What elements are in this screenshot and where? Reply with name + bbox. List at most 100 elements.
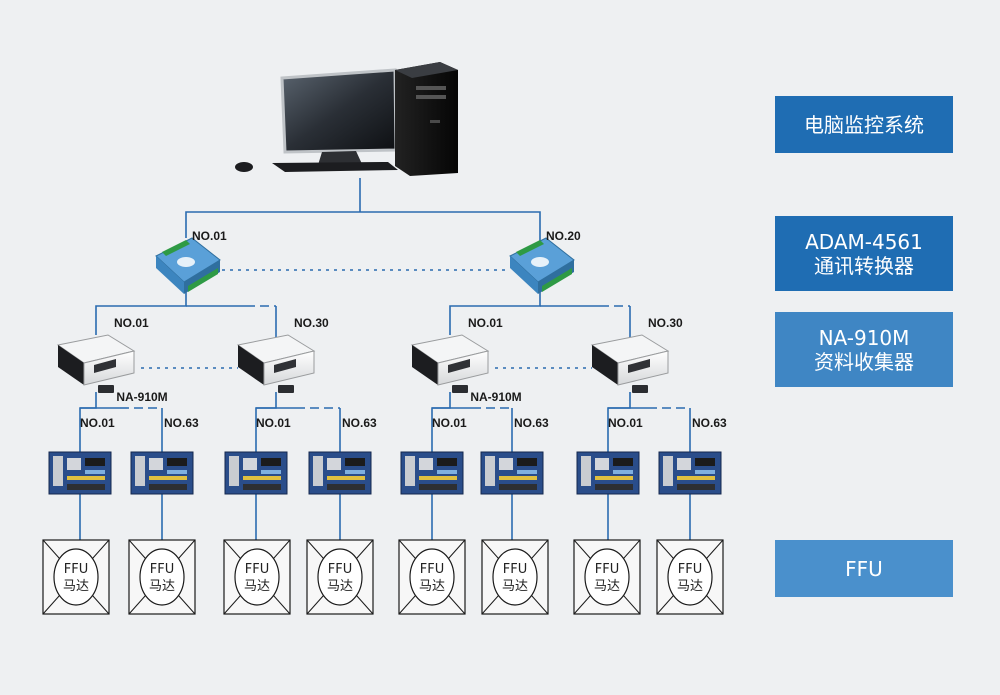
board-slot-icon [437,470,457,474]
board-slot-icon [695,470,715,474]
board-io-panel [229,456,239,486]
board-slot-icon [85,458,105,466]
controller-board-7 [576,451,640,495]
ffu-unit-4: FFU 马达 [306,539,374,615]
ffu-motor-icon [667,548,713,606]
board-io-panel [663,456,673,486]
board-connector-icon [419,484,457,490]
board-chip-icon [149,458,163,470]
controller-board-2 [130,451,194,495]
computer-bus-line [185,211,541,243]
board-slot-icon [167,470,187,474]
collector-mount-icon [452,385,468,393]
board-slot-icon [499,476,537,480]
legend-monitor-label: 电脑监控系统 [804,112,924,137]
board-io-panel [53,456,63,486]
collector-label: NO.30 [294,316,329,330]
keyboard-icon [272,162,398,172]
ffu-motor-label: 马达 [594,579,620,594]
collector-port-icon [94,359,116,373]
ffu-motor-label: 马达 [244,579,270,594]
converter-label: NO.20 [546,229,581,243]
converter-device-2 [509,237,575,294]
board-io-panel [313,456,323,486]
collector-mount-icon [278,385,294,393]
controller-board-3 [224,451,288,495]
controller-board-6 [480,451,544,495]
collector-port-icon [274,359,296,373]
collector-device-2 [236,334,316,393]
ffu-motor-label: 马达 [502,579,528,594]
monitor-stand [318,151,362,165]
collector-mount-icon [632,385,648,393]
collector-device-4 [590,334,670,393]
ffu-unit-2: FFU 马达 [128,539,196,615]
collector-device-1 [56,334,136,393]
ffu-label: FFU [245,562,269,577]
board-chip-icon [499,458,513,470]
collector-port-icon [628,359,650,373]
converter-drop-line [95,290,187,335]
collector-model-tag: NA-910M [116,390,167,404]
board-slot-icon [345,470,365,474]
legend-converter: ADAM-4561 通讯转换器 [775,216,953,291]
board-slot-icon [613,470,633,474]
ffu-unit-3: FFU 马达 [223,539,291,615]
controller-board-1 [48,451,112,495]
connection-lines [79,178,691,540]
ffu-motor-icon [139,548,185,606]
converter-label: NO.01 [192,229,227,243]
terminal-block-top-icon [516,240,544,256]
ffu-motor-label: 马达 [327,579,353,594]
board-connector-icon [327,484,365,490]
collector-mount-icon [98,385,114,393]
board-label: NO.01 [80,416,115,430]
legend-converter-model: ADAM-4561 [805,229,923,254]
board-slot-icon [517,458,537,466]
collector-label: NO.01 [114,316,149,330]
board-slot-icon [261,458,281,466]
ffu-label: FFU [503,562,527,577]
board-connector-icon [149,484,187,490]
legend-collector: NA-910M 资料收集器 [775,312,953,387]
ffu-motor-icon [492,548,538,606]
board-chip-icon [677,458,691,470]
ffu-label: FFU [420,562,444,577]
collector-port-icon [448,359,470,373]
computer-monitor-station [235,62,458,176]
board-slot-icon [345,458,365,466]
ffu-unit-6: FFU 马达 [481,539,549,615]
board-slot-icon [261,470,281,474]
ffu-label: FFU [328,562,352,577]
collector-label: NO.01 [468,316,503,330]
legend-collector-desc: 资料收集器 [814,349,914,374]
collector-front [58,345,84,385]
board-chip-icon [243,458,257,470]
legend-collector-model: NA-910M [818,325,910,350]
controller-board-5 [400,451,464,495]
converter-front [510,256,538,294]
board-label: NO.01 [432,416,467,430]
collector-label: NO.30 [648,316,683,330]
board-slot-icon [437,458,457,466]
board-io-panel [135,456,145,486]
board-connector-icon [499,484,537,490]
ffu-motor-label: 马达 [149,579,175,594]
board-slot-icon [613,458,633,466]
board-slot-icon [677,476,715,480]
converters-layer: NO.01 NO.20 [155,229,581,294]
board-connector-icon [677,484,715,490]
board-connector-icon [595,484,633,490]
ffu-motor-label: 马达 [63,579,89,594]
computer-tower-icon [395,62,458,176]
ffu-label: FFU [150,562,174,577]
board-chip-icon [419,458,433,470]
controller-board-4 [308,451,372,495]
board-io-panel [581,456,591,486]
